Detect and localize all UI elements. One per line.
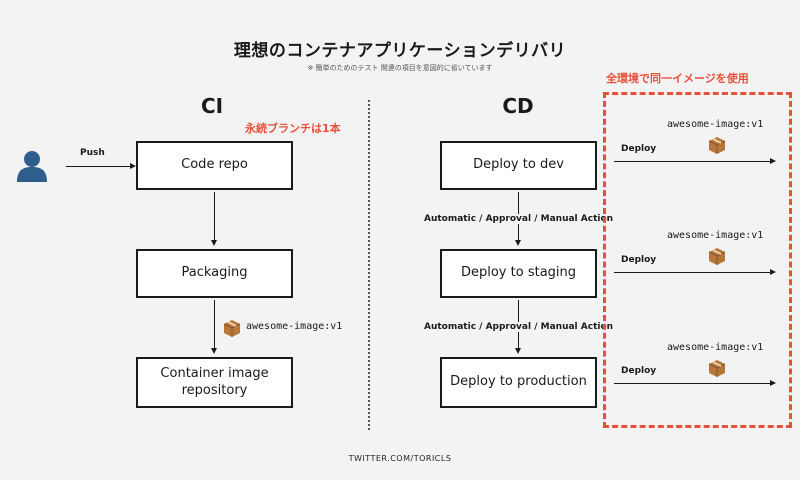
ci-arrow-2-head	[211, 348, 217, 354]
push-arrow-line	[66, 166, 130, 167]
env-production-image-tag: awesome-image:v1	[667, 342, 764, 353]
env-production-arrow-line	[614, 383, 770, 384]
packaging-box: Packaging	[136, 249, 293, 298]
ci-cd-divider	[368, 100, 370, 430]
cd-transition-label-2: Automatic / Approval / Manual Action	[423, 322, 615, 332]
page-subtitle: ※ 簡単のためのテスト 関連の項目を意図的に省いています	[307, 64, 493, 72]
env-dev-image-tag: awesome-image:v1	[667, 119, 764, 130]
ci-heading: CI	[200, 94, 224, 118]
user-icon	[14, 148, 50, 188]
env-production-arrow-head	[770, 380, 776, 386]
env-dev-deploy-label: Deploy	[621, 144, 657, 154]
env-staging-deploy-label: Deploy	[621, 255, 657, 265]
code-repo-box: Code repo	[136, 141, 293, 190]
env-staging-image-tag: awesome-image:v1	[667, 230, 764, 241]
environments-frame	[603, 92, 792, 428]
ci-arrow-1-head	[211, 240, 217, 246]
container-repo-box: Container image repository	[136, 357, 293, 408]
env-staging-arrow-head	[770, 269, 776, 275]
cd-arrow-2-head	[515, 348, 521, 354]
deploy-dev-box: Deploy to dev	[440, 141, 597, 190]
env-dev-arrow-head	[770, 158, 776, 164]
ci-arrow-1-line	[214, 192, 215, 240]
package-icon	[222, 318, 242, 342]
cd-heading: CD	[502, 94, 534, 118]
package-icon	[707, 135, 727, 159]
package-icon	[707, 246, 727, 270]
push-arrow-head	[130, 163, 136, 169]
ci-note: 永続ブランチは1本	[245, 122, 341, 135]
ci-arrow-2-line	[214, 300, 215, 348]
package-icon	[707, 358, 727, 382]
deploy-staging-box: Deploy to staging	[440, 249, 597, 298]
ci-image-tag: awesome-image:v1	[246, 321, 343, 332]
push-label: Push	[80, 148, 105, 158]
deploy-production-box: Deploy to production	[440, 357, 597, 408]
env-note: 全環境で同一イメージを使用	[606, 72, 749, 85]
env-production-deploy-label: Deploy	[621, 366, 657, 376]
page-title: 理想のコンテナアプリケーションデリバリ	[233, 41, 567, 61]
env-staging-arrow-line	[614, 272, 770, 273]
cd-arrow-1-head	[515, 240, 521, 246]
footer-credit: TWITTER.COM/TORICLS	[348, 454, 452, 463]
env-dev-arrow-line	[614, 161, 770, 162]
cd-transition-label-1: Automatic / Approval / Manual Action	[423, 214, 615, 224]
